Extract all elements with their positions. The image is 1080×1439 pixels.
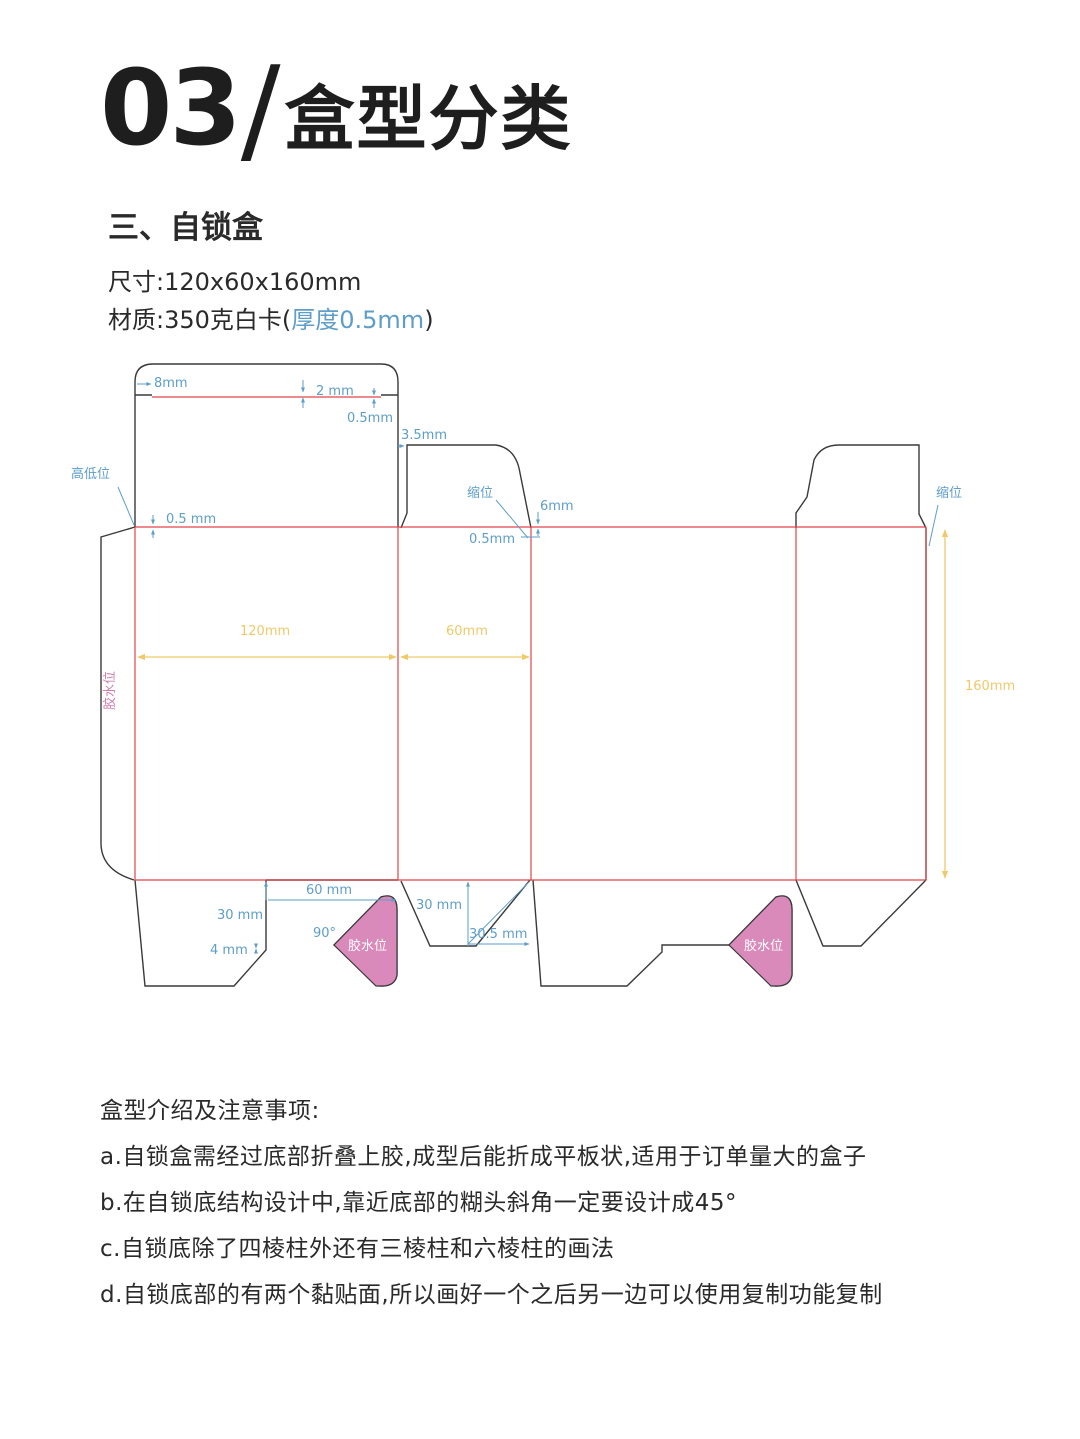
label-shrink-offset: 0.5mm — [469, 532, 515, 547]
glue-area-right — [728, 895, 793, 987]
dimension-lines — [137, 529, 949, 879]
label-height-offset: 高低位 — [71, 466, 110, 482]
label-top-gap: 2 mm — [316, 384, 354, 399]
note-item-c: c.自锁底除了四棱柱外还有三棱柱和六棱柱的画法 — [100, 1236, 615, 1262]
label-width-front: 120mm — [240, 624, 290, 639]
label-side-bottom-offset: 30.5 mm — [469, 927, 527, 942]
label-top-thickness: 0.5mm — [347, 411, 393, 426]
label-width-side: 60mm — [446, 624, 488, 639]
glue-area-left — [333, 895, 398, 987]
label-bottom-angle: 90° — [313, 926, 336, 941]
note-item-d: d.自锁底部的有两个黏贴面,所以画好一个之后另一边可以使用复制功能复制 — [100, 1282, 883, 1308]
top-tuck-flap-outline — [134, 363, 399, 527]
measure-30-diag — [467, 881, 530, 945]
bottom-flap-back — [532, 879, 729, 987]
bottom-flap-side-right — [795, 879, 927, 947]
dust-flap-left-outline — [400, 444, 532, 529]
bottom-flap-side — [400, 879, 531, 947]
spec-size-label: 尺寸: — [108, 268, 165, 296]
label-shrink-gap: 6mm — [540, 499, 574, 514]
box-type-title: 三、自锁盒 — [108, 210, 263, 246]
spec-material-close: ) — [424, 306, 434, 334]
label-bottom-width: 60 mm — [306, 883, 352, 898]
measure-labels: 8mm 2 mm 0.5mm 3.5mm 高低位 0.5 mm 缩位 6mm 0… — [71, 376, 962, 958]
leader-shrink-left — [495, 499, 529, 539]
spec-material-label: 材质: — [108, 306, 165, 334]
spec-size: 尺寸:120x60x160mm — [108, 262, 361, 297]
cut-lines — [100, 363, 927, 987]
spec-material: 材质:350克白卡(厚度0.5mm) — [108, 300, 434, 335]
spec-size-value: 120x60x160mm — [164, 268, 362, 296]
notes-title: 盒型介绍及注意事项: — [100, 1098, 320, 1124]
label-height: 160mm — [965, 679, 1015, 694]
bottom-flap-front — [134, 879, 267, 987]
section-title: 盒型分类 — [284, 78, 573, 160]
label-glue-side: 胶水位 — [102, 671, 118, 710]
dust-flap-right-outline — [795, 444, 927, 529]
glue-flap-outline — [100, 526, 136, 881]
fold-lines — [134, 396, 927, 881]
label-top-tuck-width: 8mm — [154, 376, 188, 391]
label-shrink-right: 缩位 — [936, 485, 962, 501]
note-item-b: b.在自锁底结构设计中,靠近底部的糊头斜角一定要设计成45° — [100, 1190, 737, 1216]
heading-slash: / — [240, 40, 281, 178]
label-side-offset: 0.5 mm — [166, 512, 216, 527]
label-bottom-depth: 30 mm — [217, 908, 263, 923]
note-item-a: a.自锁盒需经过底部折叠上胶,成型后能折成平板状,适用于订单量大的盒子 — [100, 1144, 867, 1170]
measure-lines — [117, 380, 939, 954]
leader-shrink-right — [928, 504, 939, 547]
label-glue-bottom-right: 胶水位 — [744, 938, 783, 954]
leader-height-offset — [117, 486, 135, 526]
page-heading: 03 / 盒型分类 — [100, 40, 573, 169]
notes-section: 盒型介绍及注意事项: a.自锁盒需经过底部折叠上胶,成型后能折成平板状,适用于订… — [100, 1088, 883, 1318]
label-dust-flap-offset: 3.5mm — [401, 428, 447, 443]
label-side-bottom-depth: 30 mm — [416, 898, 462, 913]
section-number: 03 — [100, 47, 242, 169]
label-glue-bottom-left: 胶水位 — [348, 938, 387, 954]
dimension-labels: 120mm 60mm 160mm — [240, 624, 1015, 694]
label-shrink-left: 缩位 — [467, 485, 493, 501]
spec-thickness: 厚度0.5mm — [291, 306, 425, 334]
spec-material-value: 350克白卡( — [164, 306, 292, 334]
label-bottom-notch: 4 mm — [210, 943, 248, 958]
